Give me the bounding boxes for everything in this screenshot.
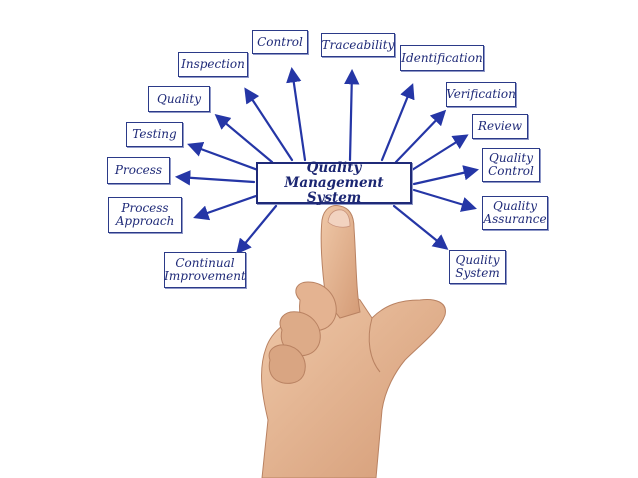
arrow-to-process [174,170,256,186]
node-control: Control [252,30,308,54]
node-quality-system: Quality System [449,250,506,284]
arrow-to-quality-control [412,165,480,186]
arrow-to-control [286,66,307,162]
center-node-quality-management-system: Quality Management System [256,160,412,205]
node-quality: Quality [148,86,210,112]
arrow-to-quality-assurance [412,188,477,212]
arrow-to-inspection [244,87,294,162]
arrow-to-process-approach [193,194,258,221]
node-review: Review [472,114,528,139]
hand-shape [261,205,446,478]
arrow-to-continual-improvement [236,204,278,255]
arrow-to-quality [214,114,274,164]
arrow-to-quality-system [392,204,449,250]
node-quality-control: Quality Control [482,148,540,182]
arrow-to-verification [394,109,447,164]
arrow-to-review [410,134,469,172]
arrow-to-testing [187,142,260,172]
node-process: Process [107,157,170,184]
arrow-to-traceability [344,68,360,162]
node-verification: Verification [446,82,516,107]
node-continual-improvement: Continual Improvement [164,252,246,288]
node-process-approach: Process Approach [108,197,182,233]
arrow-to-identification [380,83,415,162]
node-traceability: Traceability [321,33,395,57]
node-quality-assurance: Quality Assurance [482,196,548,230]
node-inspection: Inspection [178,52,248,77]
node-identification: Identification [400,45,484,71]
node-testing: Testing [126,122,183,147]
